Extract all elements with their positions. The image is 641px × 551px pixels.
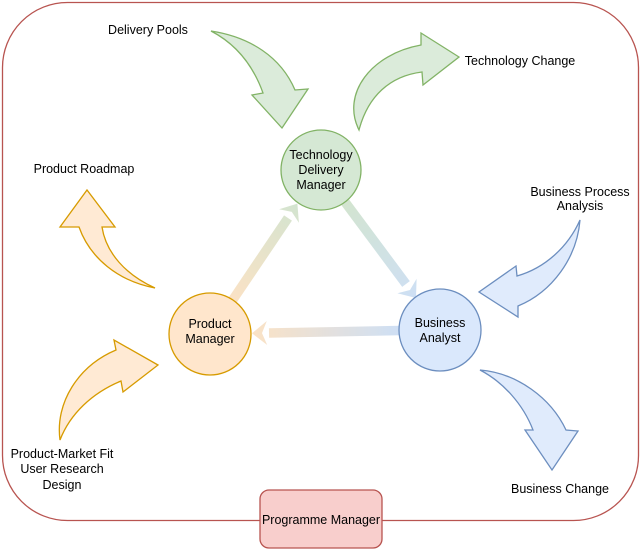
business-analyst-node	[398, 288, 482, 372]
delivery-pools-label: Delivery Pools	[108, 23, 188, 37]
business-change-label: Business Change	[511, 482, 609, 496]
tdm-label-line1: Technology	[289, 148, 353, 162]
product-market-fit-label-line2: User Research	[20, 462, 103, 476]
pm-label-line1: Product	[188, 317, 232, 331]
business-process-analysis-arrow	[477, 219, 581, 319]
ba-to-pm-flow-arrow	[252, 321, 401, 345]
business-process-analysis-label-line2: Analysis	[557, 199, 604, 213]
tdm-label-line3: Manager	[296, 178, 345, 192]
pm-to-tdm-flow-shaft	[228, 215, 292, 304]
ba-label-line1: Business	[415, 316, 466, 330]
business-process-analysis-label-line1: Business Process	[530, 185, 629, 199]
pm-label-line2: Manager	[185, 332, 234, 346]
technology-change-label: Technology Change	[465, 54, 576, 68]
business-change-arrow	[479, 369, 580, 472]
product-manager-node	[168, 292, 252, 376]
technology-delivery-manager-node	[280, 129, 362, 211]
product-market-fit-label-line3: Design	[43, 478, 82, 492]
tdm-to-ba-arrowhead-icon	[397, 278, 417, 298]
ba-to-pm-flow-shaft	[268, 325, 401, 338]
product-market-fit-label-line1: Product-Market Fit	[11, 447, 114, 461]
pm-to-tdm-flow-arrow	[228, 203, 299, 304]
product-roadmap-arrow	[58, 188, 156, 289]
tdm-label-line2: Delivery	[298, 163, 344, 177]
tdm-to-ba-flow-shaft	[341, 199, 410, 287]
programme-manager-label: Programme Manager	[262, 513, 380, 527]
technology-change-arrow	[353, 31, 461, 132]
tdm-to-ba-flow-arrow	[341, 199, 417, 298]
delivery-pools-arrow	[210, 30, 310, 130]
ba-to-pm-arrowhead-icon	[252, 321, 268, 345]
product-roadmap-label: Product Roadmap	[34, 162, 135, 176]
ba-label-line2: Analyst	[420, 331, 462, 345]
programme-manager-node	[259, 489, 383, 549]
pm-to-tdm-arrowhead-icon	[279, 203, 299, 223]
product-market-fit-arrow	[58, 338, 160, 441]
